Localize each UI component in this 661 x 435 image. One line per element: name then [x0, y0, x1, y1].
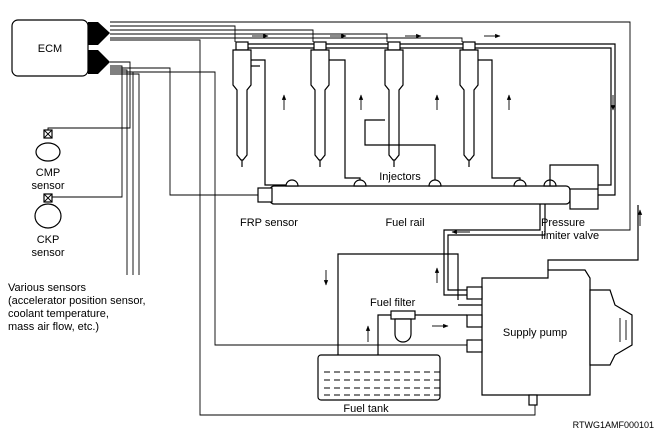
frp-sensor: [257, 187, 273, 203]
pressure-limiter-label-2: limiter valve: [541, 230, 599, 242]
wire-injector-1: [110, 25, 236, 42]
ckp-label: CKP: [37, 234, 60, 246]
cmp-sensor: CMP sensor: [31, 129, 65, 192]
svg-text:coolant temperature,: coolant temperature,: [8, 308, 109, 320]
figure-code: RTWG1AMF000101: [573, 420, 654, 430]
wire-fuel-temp: [110, 39, 536, 416]
wire-supply-pump: [110, 71, 470, 346]
wire-frp: [110, 67, 258, 196]
injector-2: [310, 41, 361, 185]
ecm-unit: ECM: [11, 19, 110, 77]
wire-injector-3: [110, 33, 388, 42]
supply-pump-label: Supply pump: [503, 327, 567, 339]
injector-3: [364, 41, 436, 185]
pressure-limiter-valve: [569, 188, 599, 210]
fuel-rail: [257, 164, 599, 210]
ecm-box: [11, 19, 89, 77]
wire-pressure-limiter: [110, 21, 631, 231]
return-pipe: [337, 253, 459, 355]
fuel-filter-label: Fuel filter: [370, 297, 416, 309]
pump-drive-housing: [589, 289, 633, 366]
cmp-label: CMP: [36, 167, 60, 179]
fuel-tank-body: [317, 354, 441, 401]
leak-off-pipe-inner: [245, 47, 612, 186]
fuel-filter: Fuel filter: [370, 297, 467, 390]
cmp-sensor-body: [35, 142, 61, 162]
supply-pump: Supply pump: [466, 269, 633, 406]
leak-off-line: [245, 43, 616, 196]
fuel-tank: Fuel tank: [317, 354, 441, 415]
return-line: [337, 205, 639, 355]
ecm-connector-lower: [88, 50, 110, 74]
injector-1: [232, 41, 292, 186]
leak-off-pipe-outer: [245, 43, 616, 196]
various-sensors-label: Various sensors (accelerator position se…: [8, 282, 146, 333]
svg-text:Various sensors: Various sensors: [8, 282, 87, 294]
pressure-limiter-label: Pressure: [541, 217, 585, 229]
fuel-tank-label: Fuel tank: [343, 403, 389, 415]
wire-injector-4: [110, 37, 463, 42]
wire-cmp: [47, 61, 131, 132]
wire-various-1: [110, 69, 128, 275]
cmp-label-2: sensor: [31, 180, 64, 192]
injector-4: [459, 41, 521, 185]
high-pressure-line: [443, 204, 546, 296]
fuel-filter-body: [394, 318, 412, 343]
pump-return-pipe: [547, 205, 639, 270]
ecm-label: ECM: [38, 43, 62, 55]
wire-various-3: [110, 73, 140, 275]
fuel-rail-body: [269, 185, 571, 205]
hp-pipe-b: [443, 204, 541, 296]
svg-text:(accelerator position sensor,: (accelerator position sensor,: [8, 295, 146, 307]
ckp-sensor-body: [34, 203, 62, 229]
ecm-connector-upper: [88, 22, 110, 45]
ckp-label-2: sensor: [31, 247, 64, 259]
injectors-label: Injectors: [379, 171, 421, 183]
supply-pump-body: [481, 269, 591, 396]
hp-pipe-a: [447, 204, 546, 291]
svg-text:mass air flow, etc.): mass air flow, etc.): [8, 321, 99, 333]
flow-arrows: [252, 33, 643, 342]
frp-sensor-label: FRP sensor: [240, 217, 298, 229]
ecm-harness: [47, 21, 631, 416]
ckp-sensor: CKP sensor: [31, 193, 65, 259]
fuel-rail-label: Fuel rail: [385, 217, 424, 229]
